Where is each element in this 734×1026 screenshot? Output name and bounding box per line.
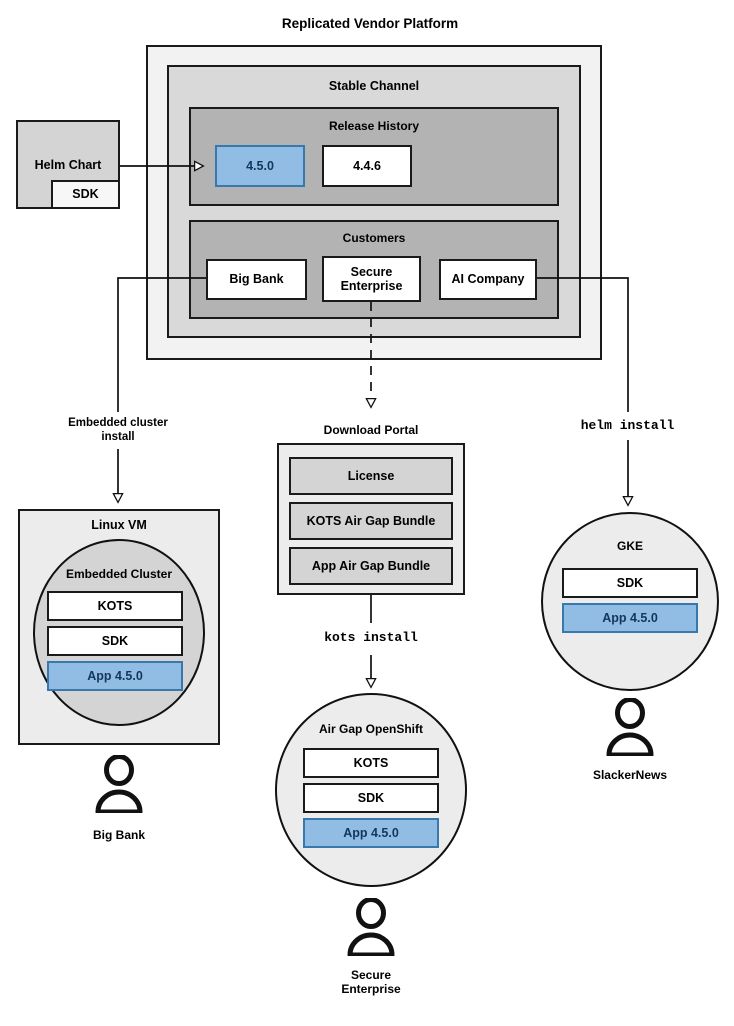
linux-vm-component-app[interactable]: App 4.5.0 (47, 661, 183, 691)
helm-chart-sdk-chip[interactable]: SDK (51, 180, 120, 209)
air-gap-openshift-title: Air Gap OpenShift (318, 722, 423, 736)
download-artifact-kots-air-gap-bundle[interactable]: KOTS Air Gap Bundle (289, 502, 453, 540)
download-artifact-app-air-gap-bundle[interactable]: App Air Gap Bundle (289, 547, 453, 585)
component-label: SDK (101, 633, 129, 648)
edge-label-embedded-cluster-install: Embedded cluster install (68, 417, 168, 443)
gke-title: GKE (616, 539, 643, 553)
component-label: App 4.5.0 (343, 825, 399, 840)
openshift-component-app[interactable]: App 4.5.0 (303, 818, 439, 848)
customer-name: Secure Enterprise (340, 264, 403, 293)
component-label: KOTS (97, 598, 133, 613)
component-label: KOTS (353, 755, 389, 770)
release-history-label: Release History (328, 119, 420, 133)
gke-customer-label: SlackerNews (592, 768, 668, 782)
customers-label: Customers (342, 231, 406, 245)
artifact-label: License (347, 468, 395, 483)
openshift-customer-label: Secure Enterprise (341, 968, 401, 997)
component-label: SDK (616, 575, 644, 590)
customer-chip-big-bank[interactable]: Big Bank (206, 259, 307, 300)
gke-component-sdk[interactable]: SDK (562, 568, 698, 598)
customer-name: AI Company (451, 272, 525, 287)
openshift-component-kots[interactable]: KOTS (303, 748, 439, 778)
helm-chart-label: Helm Chart (34, 158, 102, 172)
download-artifact-license[interactable]: License (289, 457, 453, 495)
avatar-secure-enterprise (344, 897, 398, 961)
component-label: App 4.5.0 (87, 668, 143, 683)
avatar-big-bank (92, 754, 146, 818)
gke-component-app[interactable]: App 4.5.0 (562, 603, 698, 633)
customer-name: Big Bank (229, 272, 284, 287)
customer-chip-secure-enterprise[interactable]: Secure Enterprise (322, 256, 421, 302)
gke-ellipse (541, 512, 719, 691)
linux-vm-title: Linux VM (91, 518, 147, 532)
artifact-label: App Air Gap Bundle (311, 558, 431, 573)
component-label: SDK (357, 790, 385, 805)
release-chip-4-5-0[interactable]: 4.5.0 (215, 145, 305, 187)
embedded-cluster-title: Embedded Cluster (65, 567, 173, 581)
artifact-label: KOTS Air Gap Bundle (306, 513, 436, 528)
release-version: 4.4.6 (353, 158, 381, 173)
component-label: App 4.5.0 (602, 610, 658, 625)
edge-label-kots-install: kots install (324, 630, 418, 645)
stable-channel-label: Stable Channel (328, 79, 420, 93)
sdk-label: SDK (72, 187, 99, 202)
release-chip-4-4-6[interactable]: 4.4.6 (322, 145, 412, 187)
openshift-component-sdk[interactable]: SDK (303, 783, 439, 813)
linux-vm-component-sdk[interactable]: SDK (47, 626, 183, 656)
customer-chip-ai-company[interactable]: AI Company (439, 259, 537, 300)
release-version: 4.5.0 (246, 158, 274, 173)
download-portal-title: Download Portal (323, 423, 419, 437)
diagram-title: Replicated Vendor Platform (281, 16, 459, 31)
linux-vm-customer-label: Big Bank (92, 828, 145, 842)
edge-label-helm-install: helm install (580, 418, 675, 433)
avatar-slackernews (603, 697, 657, 761)
linux-vm-component-kots[interactable]: KOTS (47, 591, 183, 621)
